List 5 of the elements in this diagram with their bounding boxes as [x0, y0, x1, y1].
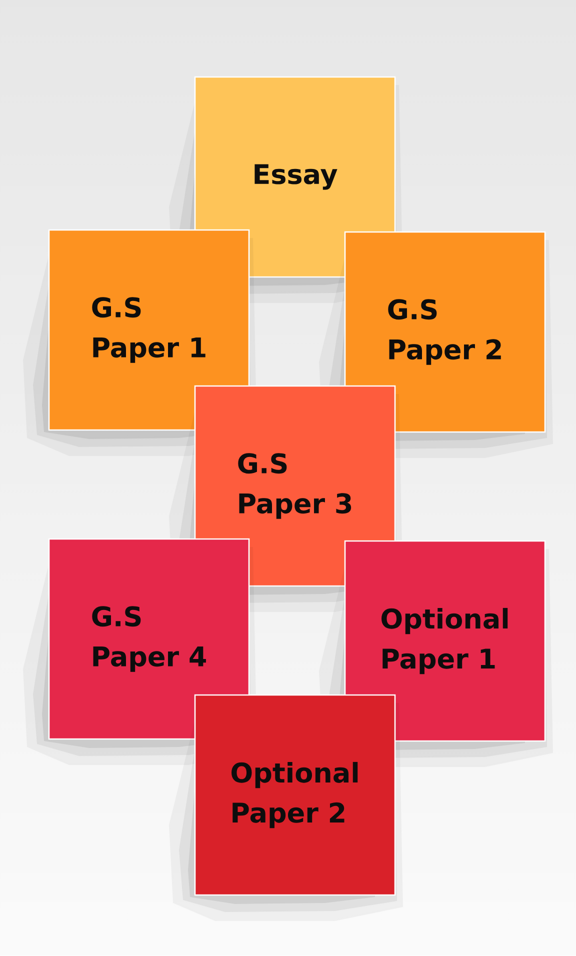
sticky-note: Optional Paper 2 — [194, 694, 396, 896]
sticky-note: G.S Paper 1 — [48, 229, 250, 431]
sticky-note: G.S Paper 2 — [344, 231, 546, 433]
sticky-note: Optional Paper 1 — [344, 540, 546, 742]
sticky-note: G.S Paper 4 — [48, 538, 250, 740]
